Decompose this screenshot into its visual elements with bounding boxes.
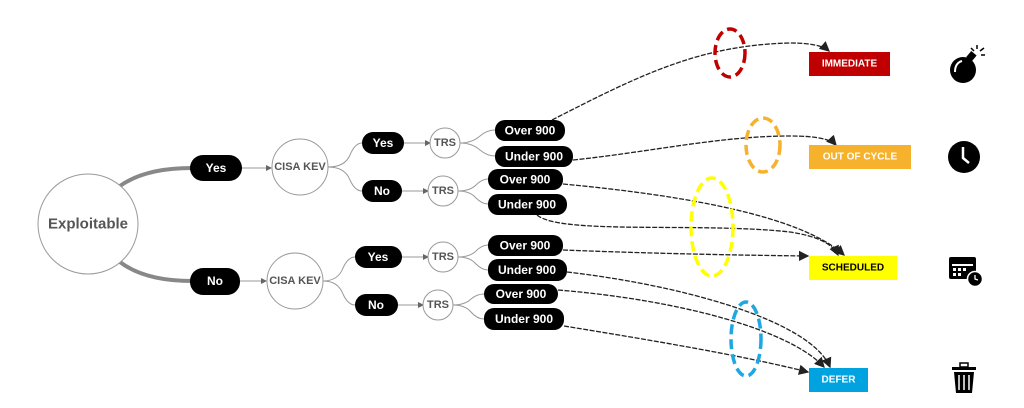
outcome-immediate: IMMEDIATE bbox=[809, 52, 890, 76]
bomb-icon bbox=[950, 45, 985, 83]
trs-node: TRS bbox=[429, 127, 461, 159]
trs-node: TRS bbox=[422, 289, 454, 321]
outcome-out-of-cycle: OUT OF CYCLE bbox=[809, 145, 911, 169]
svg-text:TRS: TRS bbox=[432, 251, 454, 263]
arrow-to-defer bbox=[563, 325, 810, 375]
trash-icon bbox=[952, 362, 976, 393]
svg-text:IMMEDIATE: IMMEDIATE bbox=[822, 59, 878, 70]
leaf-pill-over-900: Over 900 bbox=[484, 284, 558, 304]
arrow-to-defer bbox=[557, 289, 825, 368]
svg-text:TRS: TRS bbox=[427, 299, 449, 311]
connector-root-no bbox=[118, 260, 193, 283]
leaf-pill-over-900: Over 900 bbox=[495, 120, 565, 141]
leaf-pill-under-900: Under 900 bbox=[488, 259, 567, 281]
svg-text:Under 900: Under 900 bbox=[505, 150, 563, 164]
outcome-scheduled: SCHEDULED bbox=[809, 256, 897, 280]
svg-text:TRS: TRS bbox=[432, 185, 454, 197]
flow-arrows bbox=[536, 41, 845, 375]
connector-root-yes bbox=[118, 166, 193, 188]
svg-text:OUT OF CYCLE: OUT OF CYCLE bbox=[823, 152, 898, 163]
svg-text:Yes: Yes bbox=[373, 136, 394, 150]
answer-pill-no: No bbox=[362, 180, 402, 202]
svg-text:Over 900: Over 900 bbox=[500, 239, 551, 253]
outcome-defer: DEFER bbox=[809, 368, 868, 392]
trs-node: TRS bbox=[427, 241, 459, 273]
calendar-clock-icon bbox=[949, 257, 984, 288]
cisa-kev-node: CISA KEV bbox=[271, 138, 329, 196]
svg-text:No: No bbox=[374, 184, 390, 198]
svg-text:SCHEDULED: SCHEDULED bbox=[822, 263, 884, 274]
highlight-ellipse-immediate bbox=[713, 27, 747, 79]
trs-node: TRS bbox=[427, 175, 459, 207]
answer-pill-yes: Yes bbox=[362, 132, 404, 154]
leaf-pill-under-900: Under 900 bbox=[484, 308, 564, 330]
svg-text:DEFER: DEFER bbox=[822, 375, 857, 386]
arrow-to-out-of-cycle bbox=[572, 134, 837, 161]
highlight-ellipse-out-of-cycle bbox=[744, 116, 782, 174]
svg-text:TRS: TRS bbox=[434, 137, 456, 149]
arrow-to-defer bbox=[566, 271, 832, 369]
clock-icon bbox=[948, 141, 980, 173]
leaf-pill-over-900: Over 900 bbox=[488, 235, 563, 256]
highlight-ellipse-defer bbox=[729, 300, 763, 378]
svg-text:Under 900: Under 900 bbox=[498, 263, 556, 277]
arrow-to-scheduled bbox=[536, 214, 839, 257]
arrow-to-scheduled bbox=[562, 249, 810, 262]
root-label: Exploitable bbox=[48, 216, 128, 233]
svg-text:Over 900: Over 900 bbox=[500, 173, 551, 187]
svg-text:Over 900: Over 900 bbox=[505, 124, 556, 138]
svg-text:No: No bbox=[368, 298, 384, 312]
svg-text:No: No bbox=[207, 274, 223, 288]
svg-text:Yes: Yes bbox=[206, 161, 227, 175]
answer-pill-yes: Yes bbox=[190, 155, 242, 181]
svg-text:Under 900: Under 900 bbox=[498, 198, 556, 212]
connectors bbox=[240, 129, 496, 320]
svg-text:Over 900: Over 900 bbox=[496, 287, 547, 301]
answer-pill-yes: Yes bbox=[355, 246, 402, 268]
arrow-to-scheduled bbox=[562, 183, 845, 256]
leaf-pill-over-900: Over 900 bbox=[488, 169, 563, 190]
highlight-ellipse-scheduled bbox=[689, 176, 735, 278]
cisa-kev-node: CISA KEV bbox=[266, 252, 324, 310]
arrow-to-immediate bbox=[551, 41, 830, 121]
svg-text:Yes: Yes bbox=[368, 250, 389, 264]
leaf-pill-under-900: Under 900 bbox=[488, 194, 567, 215]
root-node-exploitable: Exploitable bbox=[37, 173, 139, 275]
svg-text:CISA KEV: CISA KEV bbox=[274, 161, 326, 173]
svg-text:CISA KEV: CISA KEV bbox=[269, 275, 321, 287]
answer-pill-no: No bbox=[190, 268, 240, 295]
leaf-pill-under-900: Under 900 bbox=[495, 146, 573, 167]
svg-text:Under 900: Under 900 bbox=[495, 312, 553, 326]
answer-pill-no: No bbox=[355, 294, 398, 316]
